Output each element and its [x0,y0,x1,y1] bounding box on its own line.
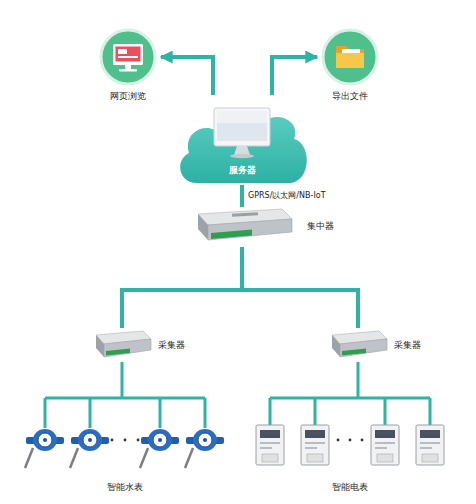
water-meter [185,429,224,468]
icon-circle [323,30,377,84]
electric-meter [371,425,399,465]
server-cloud: 服务器 [175,95,310,185]
electric-meter [301,425,329,465]
node-label: 采集器 [158,340,200,351]
node-label: 网页浏览 [95,91,161,102]
water-meter [70,429,109,468]
concentrator-device [198,209,292,240]
node-label: 导出文件 [317,91,383,102]
ellipsis-dots [111,439,364,442]
edge-label: GPRS/以太网/NB-IoT [248,191,326,201]
meter-group: 智能电表 [245,398,455,500]
connector-line [272,57,317,95]
connector-line [121,362,124,398]
icon-node: 导出文件 [317,25,383,103]
connector-line [240,185,244,207]
collector-node: 采集器 [328,328,438,362]
collector-device [96,331,151,357]
node-label: 集中器 [307,221,345,232]
node-label: 采集器 [394,340,436,351]
node-label: 智能水表 [25,482,225,493]
node-label: 服务器 [175,165,310,176]
collector-node: 采集器 [92,328,202,362]
node-label: 智能电表 [245,482,455,493]
icon-node: 网页浏览 [95,25,161,103]
concentrator-node: 集中器 [195,207,345,247]
meter-group: 智能水表 [25,398,225,500]
electric-meter [416,425,444,465]
connector-line [242,247,358,328]
water-meter [25,429,64,468]
icon-circle [101,30,155,84]
connector-line [357,362,360,398]
connector-line [161,57,213,95]
connector-line [122,247,242,328]
electric-meter [256,425,284,465]
collector-device [332,331,387,357]
meter-bus-wire [45,398,430,428]
water-meter [140,429,179,468]
